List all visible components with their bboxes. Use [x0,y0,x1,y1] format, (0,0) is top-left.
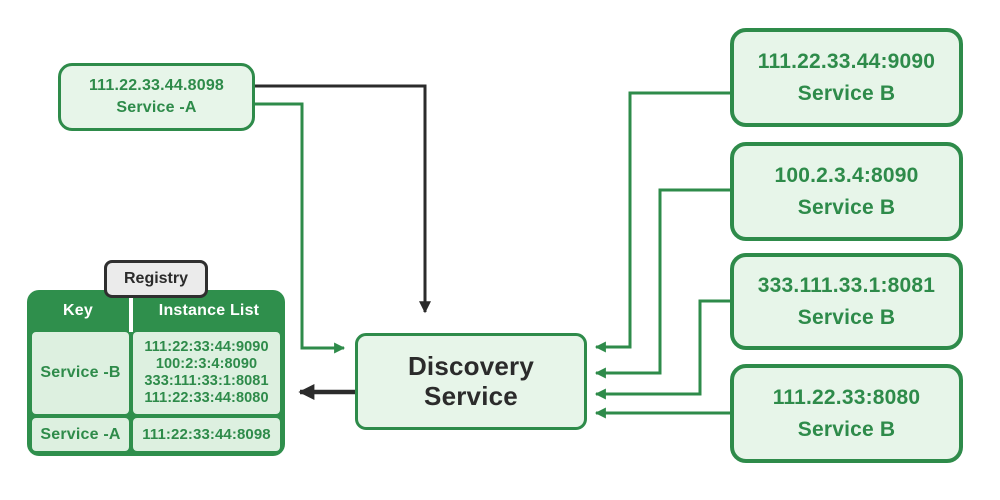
registry-table-header: Key Instance List [27,290,285,332]
instance-address: 333.111.33.1:8081 [757,274,936,297]
registry-row-service-b-key: Service -B [32,332,129,414]
registry-row-service-a-instances: 111:22:33:44:8098 [133,418,280,451]
instance-name: Service B [797,195,896,219]
instance-entry: 111:22:33:44:8098 [142,426,271,443]
registry-label: Registry [104,260,208,298]
connector-client-query-to-discovery-left [254,102,346,354]
column-header-key: Key [63,302,93,319]
instance-address: 100.2.3.4:8090 [774,164,919,187]
service-b-instance-box-4: 111.22.33:8080 Service B [730,364,963,463]
discovery-service-box: Discovery Service [355,333,587,430]
client-address: 111.22.33.44.8098 [88,76,225,94]
instance-entry: 111:22:33:44:8080 [144,390,269,406]
service-b-instance-box-2: 100.2.3.4:8090 Service B [730,142,963,241]
instance-entry: 333:111:33:1:8081 [144,373,269,389]
column-header-instance-list: Instance List [158,302,260,319]
connector-instance2-to-discovery [594,188,730,379]
service-b-instance-box-1: 111.22.33.44:9090 Service B [730,28,963,127]
discovery-title-line1: Discovery [407,350,535,381]
registry-row-service-a-key: Service -A [32,418,129,451]
connector-instance1-to-discovery [594,91,730,353]
instance-entry: 100:2:3:4:8090 [155,356,258,372]
registry-table-body: Service -B 111:22:33:44:9090 100:2:3:4:8… [27,332,285,451]
instance-name: Service B [797,417,896,441]
connector-instance3-to-discovery [594,299,730,400]
service-b-instance-box-3: 333.111.33.1:8081 Service B [730,253,963,350]
instance-address: 111.22.33.44:9090 [757,50,936,73]
registry-row-service-b-instances: 111:22:33:44:9090 100:2:3:4:8090 333:111… [133,332,280,414]
instance-address: 111.22.33:8080 [772,386,921,409]
client-name: Service -A [116,99,197,116]
header-divider [129,298,133,332]
connector-client-register-to-discovery-top [254,84,431,314]
instance-name: Service B [797,305,896,329]
registry-table: Key Instance List Service -B 111:22:33:4… [27,290,285,456]
client-service-a-box: 111.22.33.44.8098 Service -A [58,63,255,131]
registry-label-text: Registry [123,270,189,287]
instance-name: Service B [797,81,896,105]
instance-entry: 111:22:33:44:9090 [144,339,269,355]
discovery-title-line2: Service [424,380,518,411]
